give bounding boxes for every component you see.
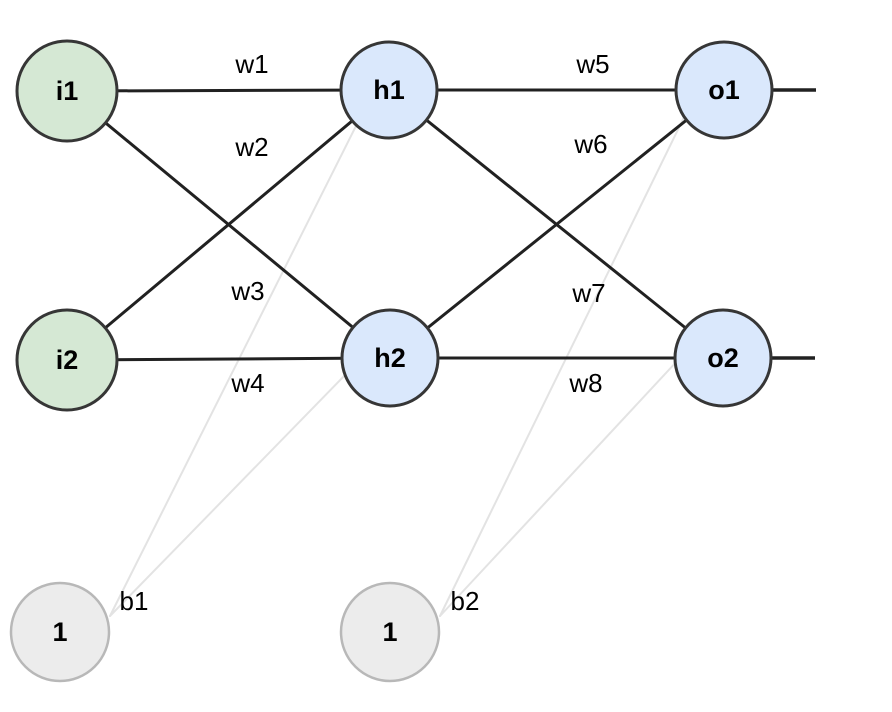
weight-label-w5: w5 (575, 49, 609, 79)
node-label-o2: o2 (707, 343, 739, 373)
weight-label-w3: w3 (230, 276, 264, 306)
weight-label-w2: w2 (234, 132, 268, 162)
node-labels: i1 i2 h1 h2 o1 o2 1 1 (52, 75, 739, 647)
weight-labels: w1 w2 w3 w4 w5 w6 w7 w8 b1 b2 (120, 49, 610, 616)
node-h2 (340, 308, 440, 408)
bias-label-b1: b1 (120, 586, 149, 616)
node-label-i1: i1 (56, 76, 79, 106)
node-label-h1: h1 (373, 75, 405, 105)
node-label-h2: h2 (374, 343, 406, 373)
node-label-bias-1: 1 (52, 617, 67, 647)
nodes (9, 39, 774, 683)
edge-b2-o1 (439, 104, 691, 617)
weight-label-w6: w6 (573, 129, 607, 159)
edge-h2-o1 (388, 88, 726, 360)
bias-edges (109, 104, 693, 617)
node-bias-1 (9, 581, 111, 683)
edge-i2-h2 (65, 356, 392, 362)
bias-label-b2: b2 (451, 586, 480, 616)
node-o2 (673, 308, 773, 408)
node-label-bias-2: 1 (382, 617, 397, 647)
edge-i2-h1 (65, 88, 391, 362)
edge-b1-h2 (109, 371, 349, 617)
edge-b1-h1 (109, 121, 359, 617)
weight-label-w8: w8 (568, 368, 602, 398)
node-i2 (15, 308, 119, 412)
edge-i1-h1 (65, 88, 391, 93)
node-label-i2: i2 (56, 345, 79, 375)
node-bias-2 (339, 581, 441, 683)
weight-label-w7: w7 (571, 278, 605, 308)
node-i1 (15, 39, 119, 143)
weight-label-w4: w4 (230, 368, 264, 398)
weight-label-w1: w1 (234, 49, 268, 79)
node-h1 (339, 40, 439, 140)
edge-b2-o2 (439, 344, 693, 617)
node-label-o1: o1 (708, 75, 740, 105)
node-o1 (674, 40, 774, 140)
